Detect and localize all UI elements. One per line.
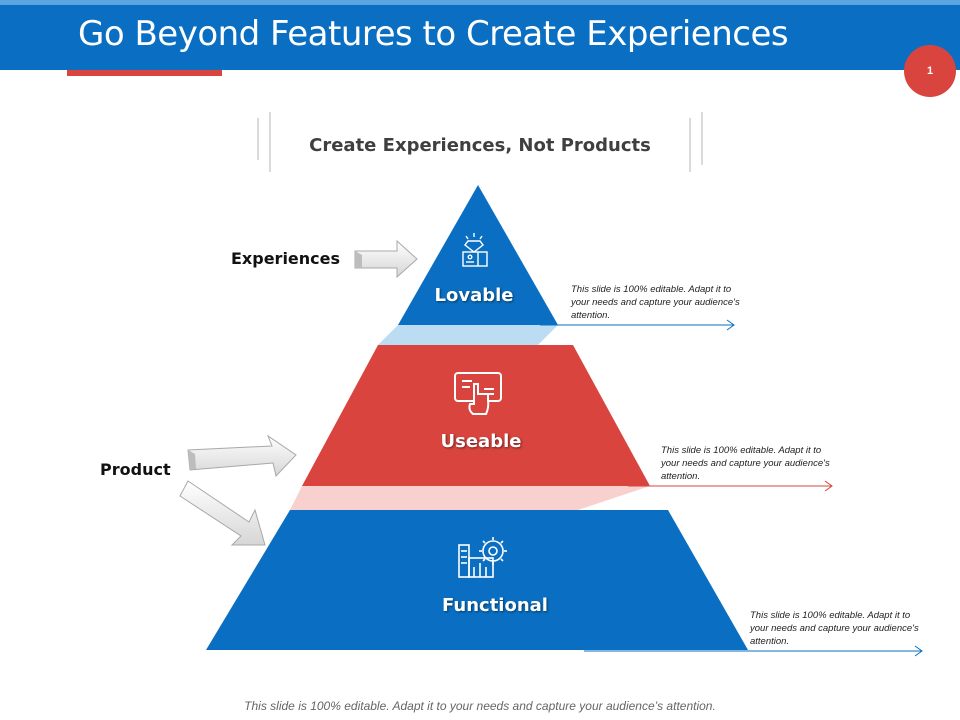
diamond-gift-icon	[462, 233, 488, 267]
subtitle: Create Experiences, Not Products	[309, 135, 651, 156]
title-accent-bar	[67, 70, 222, 76]
tablet-touch-icon	[454, 372, 502, 415]
footer-note: This slide is 100% editable. Adapt it to…	[244, 699, 716, 713]
experiences-arrow	[354, 239, 418, 279]
connector-band-middle	[290, 486, 650, 510]
tier-label-functional: Functional	[442, 595, 548, 616]
note-arrow-functional	[584, 645, 923, 657]
product-arrow-lower	[179, 480, 266, 546]
note-arrow-useable	[628, 480, 833, 492]
product-label: Product	[100, 460, 171, 479]
tier-functional-shape	[206, 510, 748, 650]
slide-title: Go Beyond Features to Create Experiences	[78, 14, 789, 54]
tier-useable-shape	[302, 345, 650, 486]
tier-label-useable: Useable	[440, 431, 522, 452]
subtitle-brackets	[257, 112, 703, 172]
note-useable: This slide is 100% editable. Adapt it to…	[661, 445, 830, 482]
note-arrow-lovable	[540, 319, 735, 331]
page-number-badge: 1	[904, 45, 956, 97]
connector-band-top	[378, 325, 558, 345]
factory-gear-icon	[458, 537, 507, 578]
header-bar	[0, 0, 960, 70]
experiences-label: Experiences	[231, 249, 341, 268]
tier-label-lovable: Lovable	[434, 285, 514, 306]
note-lovable: This slide is 100% editable. Adapt it to…	[571, 284, 740, 321]
note-functional: This slide is 100% editable. Adapt it to…	[750, 610, 919, 647]
product-arrow-upper	[187, 434, 297, 478]
